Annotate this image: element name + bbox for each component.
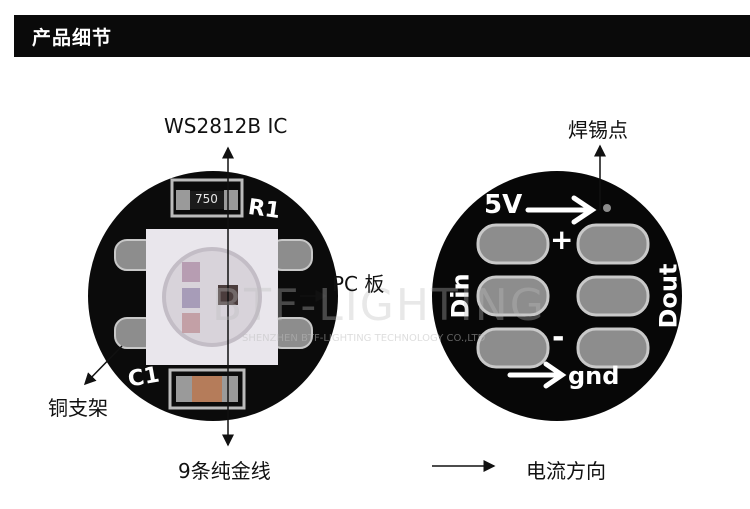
resistor-ref-r1: R1: [246, 194, 282, 225]
capacitor-c1: [168, 368, 246, 410]
silkscreen-arrow-top: [525, 195, 597, 225]
watermark-brand: BTF-LIGHTING: [212, 280, 546, 331]
power-label-5v: 5V: [484, 190, 523, 220]
gnd-label: gnd: [568, 362, 620, 390]
solder-pads: [476, 223, 650, 369]
label-pcb: PC 板: [332, 272, 385, 296]
section-header: 产品细节: [14, 15, 750, 57]
pointer-bracket: [83, 345, 123, 386]
label-bracket: 铜支架: [48, 396, 108, 420]
plus-label: +: [550, 223, 574, 256]
label-current-direction: 电流方向: [526, 459, 606, 483]
watermark-company: SHENZHEN BTF-LIGHTING TECHNOLOGY CO.,LTD: [242, 333, 486, 344]
resistor-value: 750: [195, 192, 218, 206]
led-board-back: [432, 171, 682, 421]
label-solder: 焊锡点: [568, 118, 628, 142]
label-gold-wire: 9条纯金线: [178, 459, 271, 483]
silkscreen-arrow-bottom: [507, 361, 567, 389]
section-title: 产品细节: [32, 27, 113, 49]
minus-label: -: [552, 320, 565, 355]
ws2812b-led: [146, 229, 278, 365]
dout-label: Dout: [654, 263, 683, 329]
label-ic: WS2812B IC: [164, 114, 288, 138]
led-board-front: [88, 171, 338, 421]
